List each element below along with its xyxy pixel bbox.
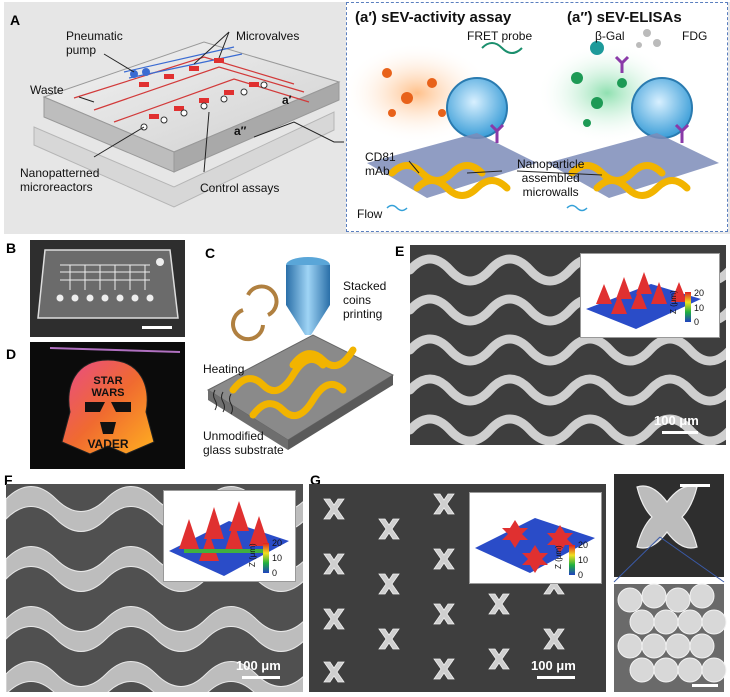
beta-gal-label: β-Gal (595, 29, 625, 43)
panel-a: A Pneumatic pump Microvalves Waste a′ a″… (4, 2, 730, 234)
panel-g-scalebar (537, 676, 575, 679)
panel-f-scalebar (242, 676, 280, 679)
printing-schematic-illustration (206, 257, 395, 450)
panel-e-3d-inset: 20 10 0 Z (μm) (580, 253, 720, 338)
panel-g-cbar-tick-0: 0 (578, 570, 584, 580)
panel-e-cbar-tick-10: 10 (694, 303, 705, 313)
panel-g-cbar-tick-20: 20 (578, 540, 589, 550)
panel-f-height-map (169, 501, 289, 576)
cd81-mab-label: CD81 mAb (365, 150, 396, 178)
panel-a-letter: A (10, 12, 21, 28)
panel-e-cbar-tick-20: 20 (694, 288, 705, 298)
panel-d-vader-print: STAR WARS VADER (30, 342, 185, 469)
panel-f-cbar-tick-20: 20 (272, 538, 283, 548)
assay-illustration (347, 29, 719, 212)
panel-f-sem-grid: 20 10 0 Z (μm) 100 μm (6, 484, 303, 692)
sev-activity-title: (a′) sEV-activity assay (355, 9, 512, 26)
panel-e-scale-label: 100 μm (654, 413, 699, 428)
panel-c-letter: C (205, 245, 216, 261)
vader-text-star: STAR (93, 375, 122, 387)
panel-g-cbar-axis-label: Z (μm) (554, 545, 563, 569)
nanoparticle-walls-label: Nanoparticle assembled microwalls (517, 157, 585, 199)
panel-c-printing-schematic: C Stacked coins printing Heating Unmodif… (193, 240, 403, 470)
panel-e-cbar-axis-label: Z (μm) (669, 290, 678, 314)
fret-probe-label: FRET probe (467, 29, 533, 43)
panel-g-cbar-tick-10: 10 (578, 555, 589, 565)
pneumatic-pump-label: Pneumatic pump (66, 29, 123, 57)
panel-f-scale-label: 100 μm (236, 658, 281, 673)
sev-elisas-title: (a″) sEV-ELISAs (567, 9, 682, 26)
panel-e-sem-wavy: 20 10 0 Z (μm) 100 μm (410, 245, 726, 445)
panel-f-letter: F (4, 472, 13, 488)
panel-g-letter: G (310, 472, 321, 488)
sem-zoom-illustration (613, 474, 727, 692)
panel-e-letter: E (395, 243, 405, 259)
unmodified-glass-label: Unmodified glass substrate (203, 429, 284, 457)
panel-h-sem-zoom (612, 462, 730, 697)
panel-e-scalebar (662, 431, 698, 434)
stacked-coins-label: Stacked coins printing (343, 279, 387, 321)
fdg-label: FDG (682, 29, 708, 43)
flow-label: Flow (357, 207, 383, 221)
assay-detail-box: (a′) sEV-activity assay (a″) sEV-ELISAs … (346, 2, 728, 232)
panel-e-cbar-tick-0: 0 (694, 317, 700, 327)
waste-label: Waste (30, 83, 64, 97)
heating-label: Heating (203, 362, 245, 376)
panel-b-chip-photo (30, 240, 185, 337)
panel-g-3d-inset: 20 10 0 Z (μm) (469, 492, 602, 584)
panel-f-3d-inset: 20 10 0 Z (μm) (163, 490, 296, 582)
a-prime-chip-label: a′ (282, 93, 292, 107)
vader-text-vader: VADER (87, 437, 128, 451)
vader-text-wars: WARS (92, 387, 125, 399)
chip-photo-illustration (30, 240, 185, 337)
panel-f-cbar-tick-0: 0 (272, 568, 278, 578)
control-assays-label: Control assays (200, 181, 280, 195)
panel-g-sem-crosses: 20 10 0 Z (μm) 100 μm (309, 484, 606, 692)
panel-g-scale-label: 100 μm (531, 658, 576, 673)
panel-b-letter: B (6, 240, 17, 256)
microfluidic-chip-illustration (4, 2, 346, 234)
a-double-prime-chip-label: a″ (234, 124, 247, 138)
nanopatterned-label: Nanopatterned microreactors (20, 166, 100, 194)
panel-g-height-map (475, 518, 595, 575)
microvalves-label: Microvalves (236, 29, 300, 43)
panel-f-cbar-axis-label: Z (μm) (248, 543, 257, 567)
panel-f-cbar-tick-10: 10 (272, 553, 283, 563)
panel-e-height-map (586, 272, 701, 329)
vader-print-illustration: STAR WARS VADER (30, 342, 185, 469)
panel-d-letter: D (6, 346, 17, 362)
